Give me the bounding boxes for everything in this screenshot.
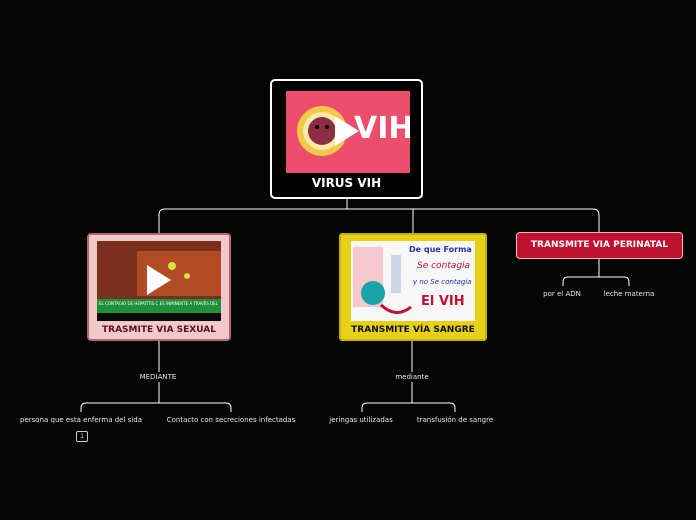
sexual-title: TRASMITE VIA SEXUAL bbox=[102, 325, 216, 335]
sangre-line-1: De que Forma bbox=[409, 245, 472, 254]
sangre-line-4: El VIH bbox=[421, 294, 465, 309]
branch-sangre[interactable]: De que Forma Se contagia y no Se contagi… bbox=[339, 233, 487, 341]
virus-illustration bbox=[297, 106, 347, 156]
sexual-video-thumbnail[interactable]: EL CONTAGIO DE HEPATITIS C ES INMINENTE … bbox=[97, 241, 221, 321]
leaf-contacto-secreciones[interactable]: Contacto con secreciones infectadas bbox=[166, 416, 296, 424]
leaf-leche-materna[interactable]: leche materna bbox=[603, 290, 655, 298]
leaf-transfusion[interactable]: transfusión de sangre bbox=[416, 416, 494, 424]
branch-perinatal[interactable]: TRANSMITE VIA PERINATAL bbox=[516, 232, 683, 259]
root-node[interactable]: VIH VIRUS VIH bbox=[270, 79, 423, 199]
sangre-thumbnail: De que Forma Se contagia y no Se contagi… bbox=[351, 241, 475, 321]
play-icon[interactable] bbox=[335, 116, 359, 146]
attachment-count-badge[interactable]: 1 bbox=[76, 431, 88, 442]
root-video-thumbnail[interactable]: VIH bbox=[286, 91, 410, 173]
sangre-line-3: y no Se contagia bbox=[413, 278, 472, 286]
sangre-thumbnail-image bbox=[351, 241, 475, 321]
sexual-connector-label[interactable]: MEDIANTE bbox=[139, 373, 177, 381]
leaf-persona-enferma[interactable]: persona que esta enferma del sida bbox=[20, 416, 142, 424]
branch-sexual[interactable]: EL CONTAGIO DE HEPATITIS C ES INMINENTE … bbox=[87, 233, 231, 341]
leaf-adn[interactable]: por el ADN bbox=[543, 290, 581, 298]
leaf-jeringas[interactable]: jeringas utilizadas bbox=[329, 416, 393, 424]
sexual-thumbnail-caption: EL CONTAGIO DE HEPATITIS C ES INMINENTE … bbox=[99, 301, 219, 306]
sangre-title: TRANSMITE VÍA SANGRE bbox=[351, 325, 475, 335]
sangre-connector-label[interactable]: mediante bbox=[395, 373, 429, 381]
sangre-line-2: Se contagia bbox=[417, 261, 471, 271]
play-icon[interactable] bbox=[147, 265, 171, 295]
root-thumbnail-text: VIH bbox=[354, 111, 410, 146]
root-title: VIRUS VIH bbox=[311, 176, 382, 190]
